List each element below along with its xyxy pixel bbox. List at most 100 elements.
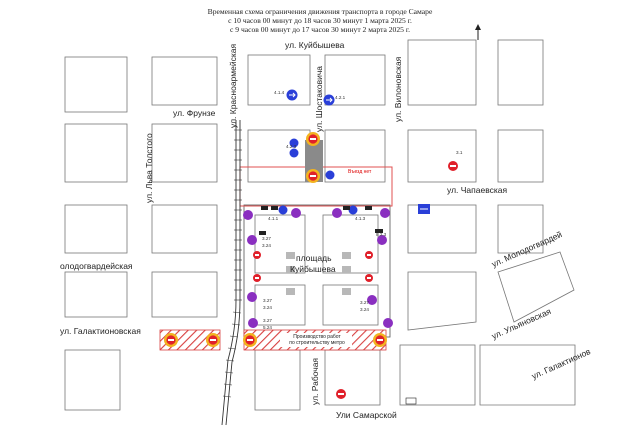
north-arrow-icon — [475, 24, 481, 40]
direction-icon — [289, 138, 299, 148]
street-frunze: ул. Фрунзе — [173, 108, 216, 118]
sign-code: 8.2.3 — [376, 232, 387, 237]
sign-code: 4.1.1 — [268, 216, 279, 221]
block — [407, 129, 477, 183]
no-entry-icon — [253, 251, 261, 259]
block — [497, 39, 544, 106]
block — [497, 204, 544, 254]
railway — [221, 120, 241, 425]
no-entry-icon — [365, 251, 373, 259]
sign-code: 3.27 — [263, 298, 272, 303]
block — [497, 129, 544, 183]
no-stopping-icon — [377, 235, 387, 245]
sign-code: 4.2.3 — [286, 144, 297, 149]
square-block — [322, 284, 379, 326]
no-entry-icon — [365, 274, 373, 282]
block — [151, 123, 218, 183]
detour-label: Въезд нет — [348, 169, 372, 175]
block — [247, 129, 311, 183]
street-bottom-partial: Ули Самарской — [336, 410, 397, 420]
map-title-line3: с 9 часов 00 минут до 17 часов 30 минут … — [229, 25, 410, 34]
sign-code: 3.24 — [263, 305, 272, 310]
direction-icon — [348, 205, 358, 215]
block — [64, 271, 128, 318]
no-stopping-icon — [248, 318, 258, 328]
block — [151, 204, 218, 254]
street-galaktionovskaya-left: ул. Галактионовская — [60, 326, 141, 336]
block — [407, 271, 477, 331]
barrier-icon — [164, 333, 178, 347]
square-block — [254, 284, 306, 326]
map-title-line1: Временная схема ограничения движения тра… — [207, 7, 433, 16]
direction-icon — [278, 205, 288, 215]
block — [151, 56, 218, 106]
block — [324, 349, 381, 406]
direction-icon — [289, 148, 299, 158]
no-entry-icon — [253, 274, 261, 282]
block — [324, 129, 386, 183]
sign-code: 3.27 — [262, 236, 271, 241]
sign-code: 4.1.3 — [355, 216, 366, 221]
barrier-icon — [206, 333, 220, 347]
no-stopping-icon — [247, 292, 257, 302]
no-stopping-icon — [247, 235, 257, 245]
no-entry-icon — [336, 389, 346, 399]
sign-code: 4.1.4 — [274, 90, 285, 95]
sign-code: 5.24 — [263, 325, 272, 330]
work-label-bg — [280, 333, 352, 347]
sign-code: 3.24 — [360, 307, 369, 312]
work-zone-label-1: Производство работ — [293, 334, 341, 340]
map-title-line2: с 10 часов 00 минут до 18 часов 30 минут… — [228, 16, 412, 25]
sign-code: 3.1 — [456, 150, 463, 155]
block — [399, 344, 476, 406]
block — [254, 349, 301, 411]
block — [324, 54, 386, 106]
no-stopping-icon — [367, 295, 377, 305]
no-stopping-icon — [243, 210, 253, 220]
street-krasnoarmeyskaya: ул. Красноармейская — [228, 43, 238, 128]
street-vilonovskaya: ул. Вилоновская — [393, 56, 403, 122]
street-kuybysheva: ул. Куйбышева — [285, 40, 345, 50]
no-stopping-icon — [380, 208, 390, 218]
parking-sign-icon — [405, 397, 417, 405]
square-label-2: Куйбышева — [290, 264, 336, 274]
no-entry-icon — [448, 161, 458, 171]
street-shostakovicha: ул. Шостаковича — [314, 66, 324, 132]
work-zone-label-2: по строительству метро — [289, 340, 345, 346]
block — [407, 204, 477, 254]
barrier-icon — [243, 333, 257, 347]
barrier-icon — [373, 333, 387, 347]
barrier-icon — [306, 169, 320, 183]
street-chapaevskaya: ул. Чапаевская — [447, 185, 508, 195]
street-molodogvardeyskaya-left: олодогвардейская — [60, 261, 133, 271]
sign-code: 3.24 — [262, 243, 271, 248]
railway-ties — [222, 129, 242, 398]
city-blocks — [64, 39, 576, 411]
block — [64, 123, 128, 183]
sign-code: 3.27 — [263, 318, 272, 323]
bus-stop-icon — [286, 252, 351, 295]
block — [407, 39, 477, 106]
barrier-icon — [306, 132, 320, 146]
no-stopping-icon — [383, 318, 393, 328]
direction-icon — [418, 204, 430, 214]
no-stopping-icon — [291, 208, 301, 218]
street-lva-tolstogo: ул. Льва Толстого — [144, 133, 154, 203]
block — [479, 344, 576, 406]
block — [64, 56, 128, 113]
block — [151, 271, 218, 318]
sign-code: 3.27 — [360, 300, 369, 305]
street-rabochaya: ул. Рабочая — [310, 357, 320, 405]
block — [247, 54, 311, 106]
block — [497, 251, 575, 323]
no-stopping-icon — [332, 208, 342, 218]
block — [64, 204, 128, 254]
direction-icon — [325, 170, 335, 180]
direction-icon — [286, 89, 298, 101]
square-label-1: площадь — [296, 253, 332, 263]
direction-icon — [323, 94, 335, 106]
sign-plates — [259, 206, 383, 235]
block — [64, 349, 121, 411]
